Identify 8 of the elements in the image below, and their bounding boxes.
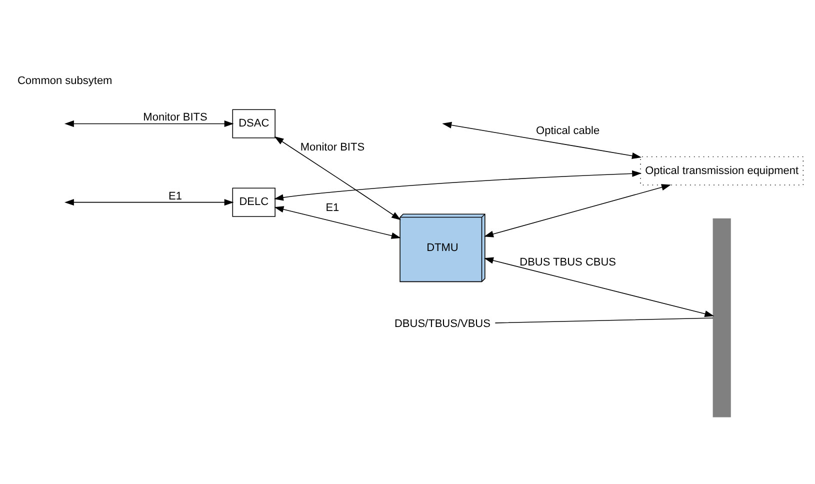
edge-label: Monitor BITS (300, 142, 365, 154)
label: Common subsytem (17, 75, 112, 88)
edge-label: Monitor BITS (143, 112, 208, 124)
edge-label: E1 (326, 202, 340, 214)
edge-label: Optical cable (536, 125, 600, 138)
edge-label: E1 (168, 190, 182, 202)
edge-label: DBUS TBUS CBUS (520, 256, 616, 268)
node-text: DBUS/TBUS/VBUS (394, 318, 490, 330)
